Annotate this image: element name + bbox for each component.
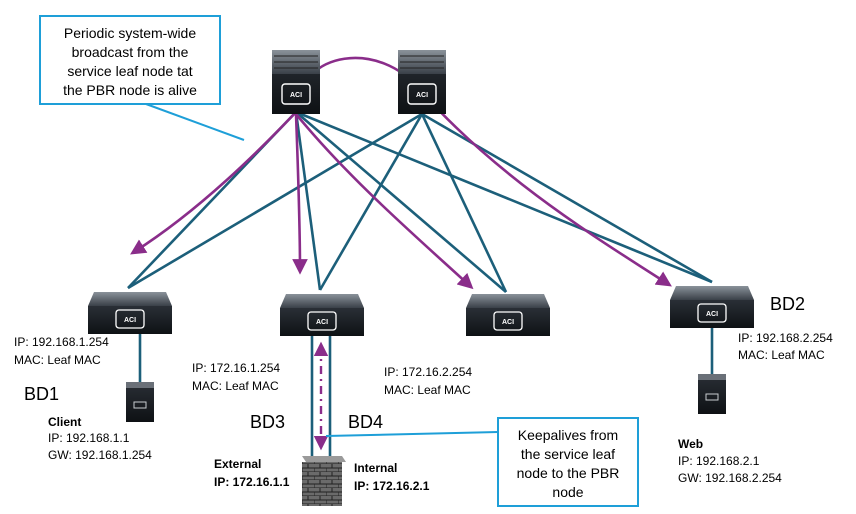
aci-label: ACI [316, 319, 328, 326]
client-ip: IP: 192.168.1.1 [48, 431, 130, 445]
bd2-ip: IP: 192.168.2.254 [738, 331, 833, 345]
web-gw: GW: 192.168.2.254 [678, 471, 782, 485]
callout-keepalive-line-3: node to the PBR [517, 465, 620, 481]
leaf-switch-2: ACI [280, 294, 364, 336]
web-ip: IP: 192.168.2.1 [678, 454, 760, 468]
server-drive [133, 401, 147, 409]
bd3-name: BD3 [250, 412, 285, 432]
broadcast-arrow-leaf1 [130, 109, 299, 255]
leaf-switch-body [280, 308, 364, 336]
aci-badge [281, 83, 311, 105]
aci-label: ACI [502, 319, 514, 326]
callout-broadcast-line-1: Periodic system-wide [64, 25, 196, 41]
link-spine1-leaf3 [295, 111, 507, 293]
link-spine2-leaf2 [318, 113, 424, 291]
firewall-external-ip: IP: 172.16.1.1 [214, 475, 290, 489]
aci-label: ACI [706, 311, 718, 318]
server-drive [705, 393, 719, 401]
spine-switch-2: ACI [398, 50, 446, 114]
aci-badge [307, 311, 337, 331]
link-spine1-leaf2 [294, 111, 322, 291]
bd1-mac: MAC: Leaf MAC [14, 353, 101, 367]
broadcast-arrow-arc [294, 56, 672, 287]
bd1-ip: IP: 192.168.1.254 [14, 335, 109, 349]
firewall-top [302, 456, 346, 462]
broadcast-arrow-leaf3 [294, 113, 474, 290]
leaf-switch-top [280, 294, 364, 308]
callout-keepalive-line-2: the service leaf [521, 446, 615, 462]
aci-label: ACI [124, 317, 136, 324]
bd4-mac: MAC: Leaf MAC [384, 383, 471, 397]
bd2-mac: MAC: Leaf MAC [738, 348, 825, 362]
firewall-internal-ip: IP: 172.16.2.1 [354, 479, 430, 493]
spine-switch-1: ACI [272, 50, 320, 114]
callout-broadcast-box [39, 15, 221, 105]
server-top [698, 374, 726, 380]
client-server-icon [126, 382, 154, 422]
callout-broadcast-line-2: broadcast from the [72, 44, 189, 60]
link-spine2-leaf3 [420, 113, 508, 293]
firewall-icon [302, 456, 346, 506]
aci-badge [697, 303, 727, 323]
leaf-switch-top [88, 292, 172, 306]
aci-badge [493, 311, 523, 331]
web-server-icon [698, 374, 726, 414]
client-title: Client [48, 415, 81, 429]
leaf-switch-body [670, 300, 754, 328]
aci-badge [407, 83, 437, 105]
bd4-ip: IP: 172.16.2.254 [384, 365, 472, 379]
leaf-switch-3: ACI [466, 294, 550, 336]
callout-broadcast: Periodic system-wide broadcast from the … [39, 15, 245, 141]
spine-slots [400, 55, 444, 69]
leaf-switch-1: ACI [88, 292, 172, 334]
leaf-switch-body [88, 306, 172, 334]
callout-broadcast-line-3: service leaf node tat [67, 63, 192, 79]
bd4-name: BD4 [348, 412, 383, 432]
callout-keepalive: Keepalives from the service leaf node to… [325, 417, 639, 507]
link-spine2-leaf1 [127, 112, 423, 290]
aci-label: ACI [290, 92, 302, 99]
server-top [126, 382, 154, 388]
bd2-name: BD2 [770, 294, 805, 314]
firewall-external-title: External [214, 457, 261, 471]
client-gw: GW: 192.168.1.254 [48, 448, 152, 462]
link-spine1-leaf4 [295, 110, 713, 284]
callout-keepalive-pointer [325, 431, 499, 437]
bd3-mac: MAC: Leaf MAC [192, 379, 279, 393]
callout-keepalive-line-4: node [552, 484, 583, 500]
bd1-name: BD1 [24, 384, 59, 404]
leaf-switch-top [670, 286, 754, 300]
web-title: Web [678, 437, 703, 451]
leaf-switch-4: ACI [670, 286, 754, 328]
spine-slots [274, 55, 318, 69]
fabric-links [127, 110, 713, 293]
bd3-ip: IP: 172.16.1.254 [192, 361, 280, 375]
callout-keepalive-box [497, 417, 639, 507]
callout-keepalive-line-1: Keepalives from [518, 427, 618, 443]
broadcast-arrow-leaf2 [292, 113, 308, 275]
firewall-internal-title: Internal [354, 461, 397, 475]
callout-broadcast-line-4: the PBR node is alive [63, 82, 197, 98]
leaf-switch-top [466, 294, 550, 308]
firewall-body [302, 462, 342, 506]
aci-badge [115, 309, 145, 329]
leaf-switch-body [466, 308, 550, 336]
aci-label: ACI [416, 92, 428, 99]
callout-broadcast-pointer [145, 103, 245, 141]
